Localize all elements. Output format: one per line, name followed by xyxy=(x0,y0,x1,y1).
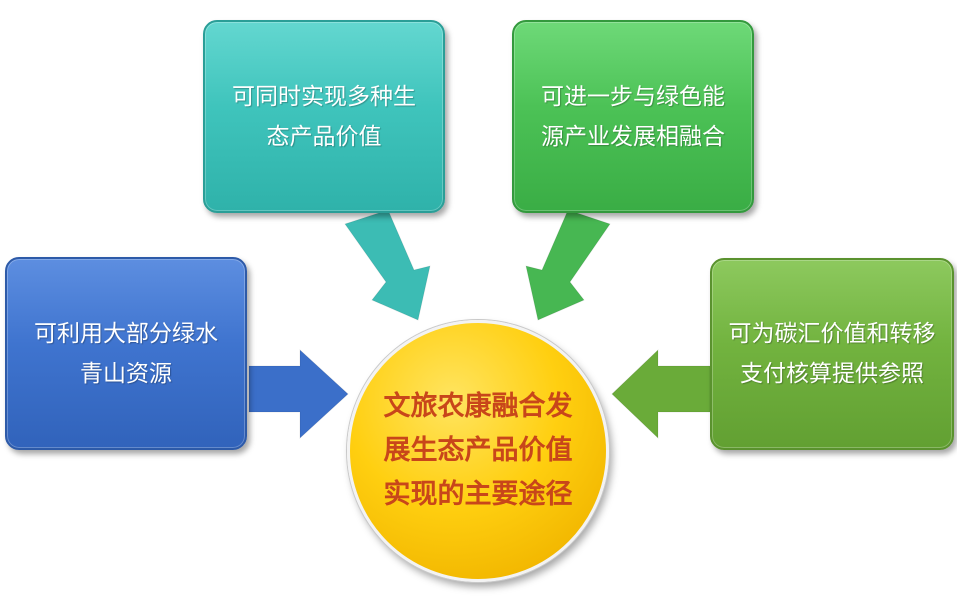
box-left: 可利用大部分绿水青山资源 xyxy=(5,257,247,450)
box-right-text: 可为碳汇价值和转移支付核算提供参照 xyxy=(728,321,936,387)
arrow-left xyxy=(248,348,349,440)
box-top-left-text: 可同时实现多种生态产品价值 xyxy=(232,83,416,150)
center-text: 文旅农康融合发展生态产品价值实现的主要途径 xyxy=(383,391,573,510)
arrow-top-left xyxy=(344,209,431,321)
arrow-top-right xyxy=(525,209,611,321)
center-circle: 文旅农康融合发展生态产品价值实现的主要途径 xyxy=(347,320,609,582)
box-top-left: 可同时实现多种生态产品价值 xyxy=(203,20,445,213)
box-left-text: 可利用大部分绿水青山资源 xyxy=(34,320,218,387)
box-right: 可为碳汇价值和转移支付核算提供参照 xyxy=(710,258,954,450)
arrow-right xyxy=(611,348,711,440)
box-top-right-text: 可进一步与绿色能源产业发展相融合 xyxy=(541,83,725,150)
box-top-right: 可进一步与绿色能源产业发展相融合 xyxy=(512,20,754,213)
